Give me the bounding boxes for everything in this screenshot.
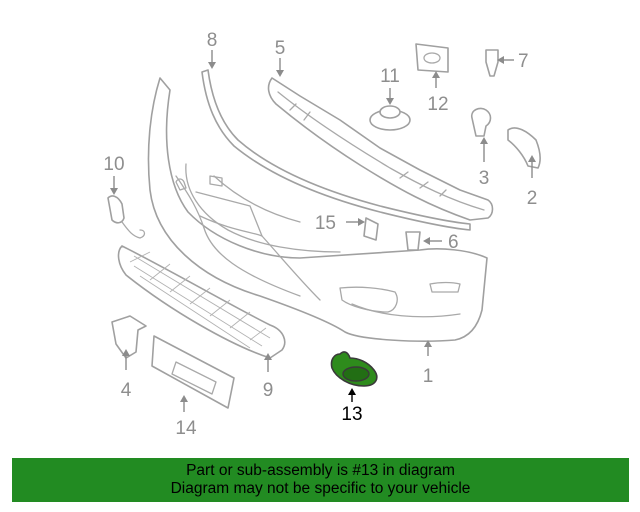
callout-2: 2	[527, 188, 538, 209]
bracket-part-4[interactable]	[111, 315, 147, 359]
callout-1: 1	[423, 366, 434, 387]
callout-labels: 1 2 3 4 5 6 7 8 9 10 11 12 13 14 15	[103, 30, 537, 439]
impact-bar-part-5[interactable]	[267, 77, 494, 221]
plate-part-12[interactable]	[415, 43, 449, 73]
bolt-part-7[interactable]	[485, 49, 499, 77]
lamp-part-10[interactable]	[107, 195, 146, 239]
grille-part-9[interactable]	[117, 245, 286, 359]
banner-line-1: Part or sub-assembly is #13 in diagram	[186, 462, 455, 479]
callout-3: 3	[479, 168, 490, 189]
trim-strip-part-8[interactable]	[201, 69, 471, 231]
callout-12: 12	[427, 94, 448, 115]
grommet-part-11[interactable]	[369, 105, 411, 131]
callout-5: 5	[275, 38, 286, 59]
parts-diagram: 1 2 3 4 5 6 7 8 9 10 11 12 13 14 15	[103, 30, 541, 439]
callout-6: 6	[448, 232, 459, 253]
bracket-part-15[interactable]	[363, 217, 379, 241]
clip-part-3[interactable]	[470, 107, 492, 137]
callout-9: 9	[263, 380, 274, 401]
highlighted-part-13[interactable]	[330, 351, 378, 387]
callout-11: 11	[380, 66, 400, 87]
bumper-cover-part-1[interactable]	[147, 77, 488, 342]
info-banner: Part or sub-assembly is #13 in diagram D…	[12, 458, 629, 502]
callout-4: 4	[121, 380, 132, 401]
callout-7: 7	[518, 51, 529, 72]
leader-lines	[110, 50, 536, 412]
callout-15: 15	[315, 213, 336, 234]
callout-8: 8	[207, 30, 218, 51]
clip-part-6[interactable]	[405, 231, 421, 251]
callout-13: 13	[341, 404, 362, 425]
banner-line-2: Diagram may not be specific to your vehi…	[170, 480, 471, 497]
callout-10: 10	[103, 154, 124, 175]
plate-bracket-part-14[interactable]	[151, 335, 235, 409]
callout-14: 14	[175, 418, 197, 439]
